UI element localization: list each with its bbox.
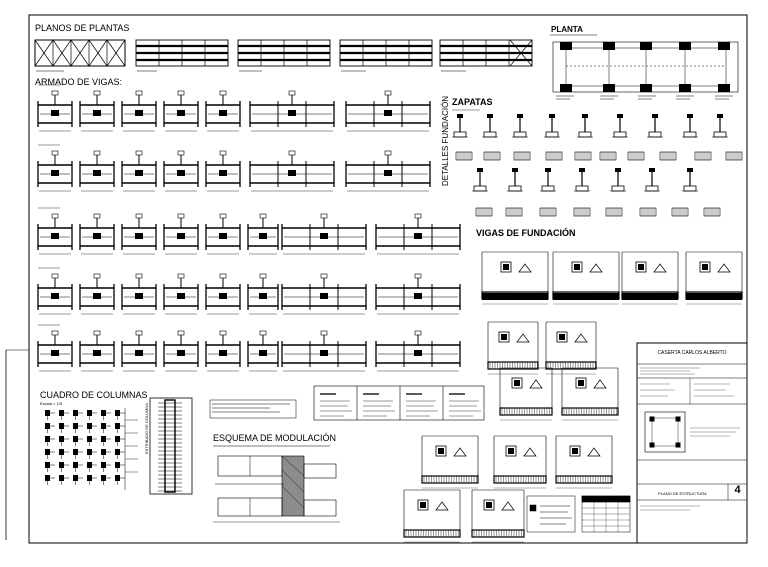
column-table-scale: Escala = 1/5 [40,401,63,406]
modulation-scheme [213,445,340,523]
floor-plans [34,39,533,72]
title-block-drawing-title: PLANO DE ESTRUCTURA [658,491,707,496]
rebar-legend [313,385,485,421]
bottom-legends [526,495,631,533]
planta-drawing [550,34,739,100]
section-title-planta: PLANTA [551,25,583,34]
beam-details [37,84,461,372]
title-block-sheet-number: 4 [734,484,741,496]
section-title-foundation-details: DETALLES FUNDACIÓN [441,95,450,186]
section-title-modulation: ESQUEMA DE MODULACIÓN [213,433,337,443]
column-stirrup-detail [149,397,193,495]
section-title-beam-reinforcement: ARMADO DE VIGAS: [35,77,123,87]
section-title-floor-plans: PLANOS DE PLANTAS [35,23,130,33]
section-title-foundation-beams: VIGAS DE FUNDACIÓN [476,228,576,238]
footing-details [452,109,743,217]
notes-block [209,399,297,419]
title-block-client: CASERTA CARLOS ALBERTO [657,350,727,356]
column-stirrup-label: ESTRIBADO DE COLUMNA [144,403,149,454]
section-title-footings: ZAPATAS [452,97,493,107]
column-table [45,408,138,490]
sheet-border [28,14,748,544]
foundation-beams [403,251,743,543]
section-title-column-table: CUADRO DE COLUMNAS [40,390,148,400]
title-block [636,342,748,544]
